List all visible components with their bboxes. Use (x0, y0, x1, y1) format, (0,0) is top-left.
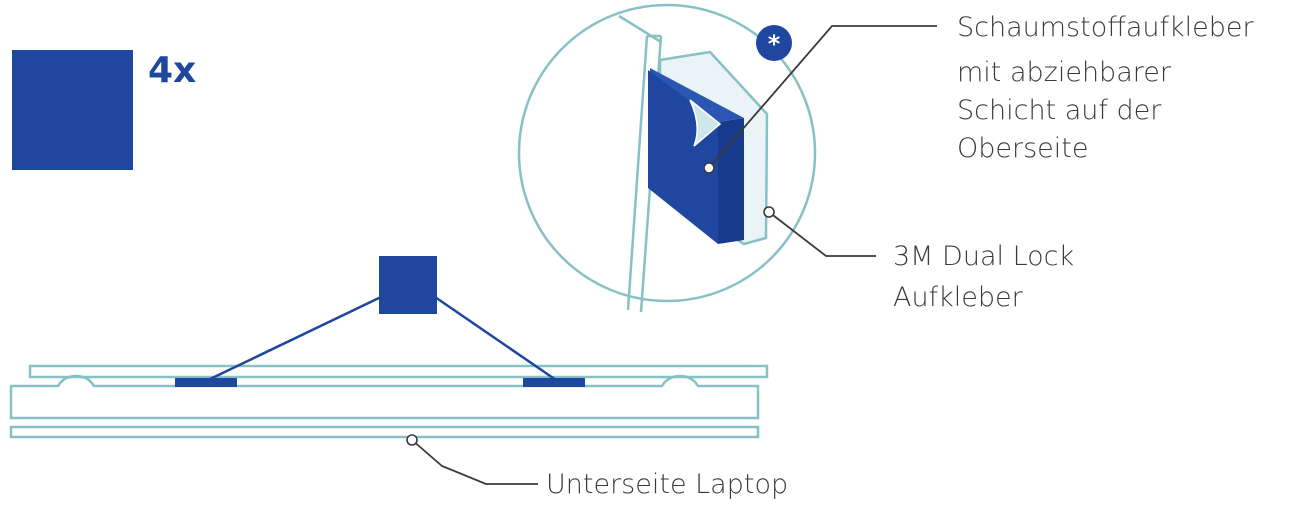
foam-sticker-label-line-3: Schicht auf der (957, 95, 1162, 126)
laptop-body (9, 374, 760, 420)
dot-foam-sticker (703, 162, 715, 174)
foam-sticker-swatch (12, 50, 133, 170)
foam-sticker-label-line-4: Oberseite (957, 133, 1089, 164)
laptop-top-plate (28, 364, 769, 379)
foam-sticker-callout (379, 256, 437, 314)
laptop-bottom-label: Unterseite Laptop (546, 469, 789, 500)
asterisk-icon: * (768, 30, 781, 58)
foam-sticker-label-line-2: mit abziehbarer (957, 57, 1171, 88)
foam-block (648, 68, 744, 244)
quantity-label: 4x (148, 50, 197, 91)
dot-laptop-bottom (406, 434, 418, 446)
foam-sticker-label-line-1: Schaumstoffaufkleber (957, 12, 1254, 43)
laptop-side-view (9, 364, 769, 439)
foam-pad-left (175, 378, 237, 387)
leader-laptop-bottom (411, 439, 538, 485)
pointer-line-right (434, 295, 557, 382)
pointer-line-left (207, 295, 382, 382)
peel-corner (689, 99, 722, 147)
leader-foam-sticker (708, 25, 937, 169)
dual-lock-label-line-2: Aufkleber (893, 282, 1023, 313)
dual-lock-label-line-1: 3M Dual Lock (893, 241, 1075, 272)
foam-pad-right (523, 378, 585, 387)
info-badge (756, 25, 792, 61)
dot-dual-lock (763, 206, 775, 218)
leader-dual-lock (768, 211, 876, 257)
laptop-bottom-plate (9, 425, 760, 439)
